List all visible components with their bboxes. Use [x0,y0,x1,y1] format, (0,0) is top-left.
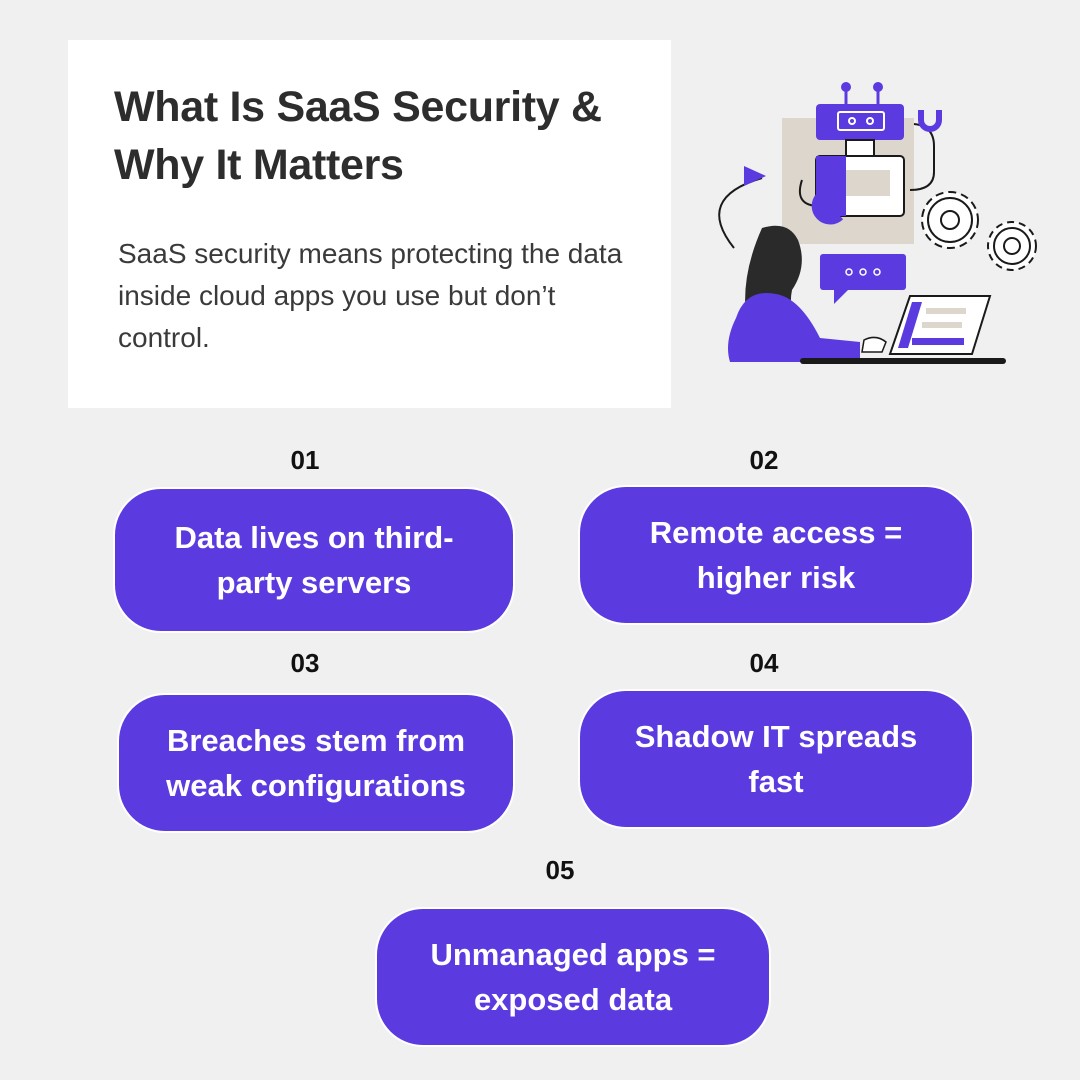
intro-description: SaaS security means protecting the data … [118,238,623,353]
list-item-text: Breaches stem from weak configurations [166,723,466,803]
page-title: What Is SaaS Security & Why It Matters [114,83,602,189]
arrow-icon [718,166,766,249]
robot-icon [798,82,942,225]
list-item-text: Unmanaged apps = exposed data [430,937,716,1017]
list-item: Breaches stem from weak configurations [119,695,513,831]
list-item-text: Remote access = higher risk [649,515,903,595]
item-number: 02 [749,445,779,475]
list-item: Remote access = higher risk [580,487,972,623]
list-item: Unmanaged apps = exposed data [377,909,769,1045]
list-item: Shadow IT spreads fast [580,691,972,827]
list-item-text: Shadow IT spreads fast [634,719,918,799]
item-number: 01 [290,445,320,475]
list-item-text: Data lives on third-party servers [174,520,454,600]
list-item: Data lives on third-party servers [115,489,513,631]
chat-bubble-icon [820,254,906,304]
intro-card: What Is SaaS Security & Why It Matters S… [68,40,671,408]
gear-icon [921,191,1037,271]
person-icon [728,225,887,362]
item-number: 05 [545,855,575,885]
laptop-icon [800,295,1006,364]
item-number: 04 [749,648,779,678]
item-number: 03 [290,648,320,678]
saas-illustration [718,82,1037,364]
